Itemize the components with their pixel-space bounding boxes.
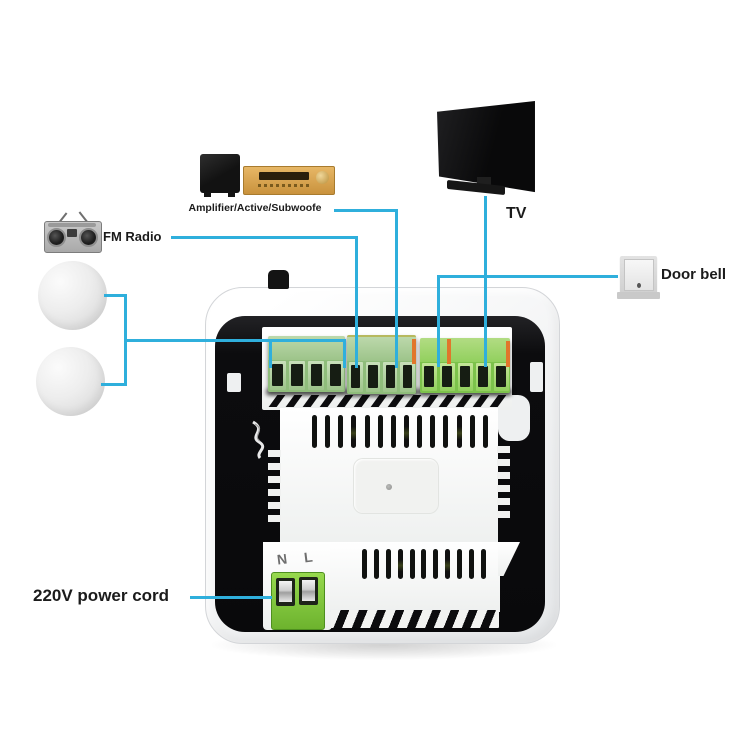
fm-radio-label: FM Radio [103,229,162,244]
connection-line-amp-h [334,209,398,212]
connection-line-doorbell-h [437,275,618,278]
connection-line-speakers-drop-right [343,339,346,368]
mounting-wing-notch [530,362,543,392]
neutral-marking: N [276,550,289,568]
mounting-wing-notch [227,373,241,392]
subwoofer-foot-icon [228,192,235,197]
connection-line-amp-v [395,209,398,368]
ceiling-speaker-icon [38,261,107,330]
center-hole [386,484,392,490]
connection-line-speakers-main [124,339,346,342]
ceiling-speaker-icon [36,347,105,416]
heatsink-teeth-left [268,450,281,522]
subwoofer-foot-icon [204,192,211,197]
connection-line-doorbell-v [437,275,440,367]
orange-marker [447,339,451,364]
terminal-block-audio-in [347,335,416,394]
power-terminal-block [271,572,325,630]
connection-line-speaker-2 [101,383,126,386]
vent-slots-upper [312,415,488,448]
wire-clip-icon [252,420,265,459]
orange-marker [412,339,416,364]
terminal-block-speakers [268,336,345,392]
connection-line-power [190,596,272,599]
power-cord-label: 220V power cord [33,586,170,605]
orange-marker [506,341,510,367]
connection-line-speaker-1 [104,294,126,297]
diagonal-vents [268,395,507,407]
top-knob-icon [268,270,289,289]
connection-line-fm-h [171,236,358,239]
door-bell-label: Door bell [661,266,727,283]
live-marking: L [303,548,314,566]
connection-line-fm-v [355,236,358,368]
connection-line-speakers-drop-left [269,339,272,368]
amplifier-label: Amplifier/Active/Subwoofe [188,202,322,214]
heatsink-teeth-right [497,446,510,524]
terminal-block-aux [420,338,510,393]
connection-line-tv [484,196,487,367]
bottom-zigzag-vents [331,610,499,628]
vent-slots-lower [362,549,486,579]
av-receiver-icon [243,166,335,195]
tv-label: TV [506,205,527,222]
center-plate [354,459,438,513]
subwoofer-icon [200,154,240,193]
